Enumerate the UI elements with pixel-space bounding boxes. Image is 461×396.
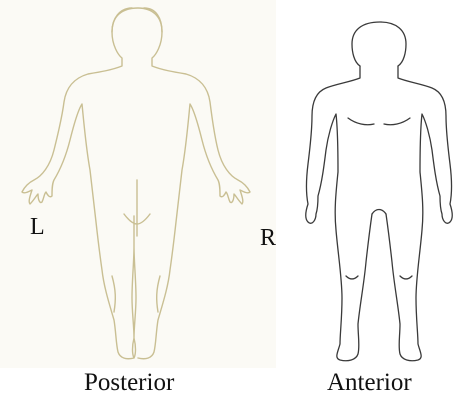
anterior-left-knee	[346, 276, 358, 279]
posterior-caption: Posterior	[84, 370, 174, 395]
anterior-right-side	[386, 66, 452, 361]
anterior-chest-right	[384, 118, 410, 125]
right-side-label: R	[260, 226, 276, 250]
anterior-body-outline	[276, 0, 461, 368]
posterior-right-half	[138, 8, 250, 359]
posterior-left-calf	[112, 276, 115, 312]
posterior-right-calf	[157, 276, 160, 312]
anterior-caption: Anterior	[327, 370, 412, 395]
left-side-label: L	[30, 215, 45, 239]
anterior-head	[352, 22, 406, 66]
posterior-head	[22, 8, 136, 359]
anterior-crotch	[372, 210, 386, 215]
posterior-body-outline	[0, 0, 276, 368]
anterior-right-knee	[400, 276, 412, 279]
anterior-left-side	[306, 66, 372, 361]
anterior-chest-left	[348, 118, 374, 125]
